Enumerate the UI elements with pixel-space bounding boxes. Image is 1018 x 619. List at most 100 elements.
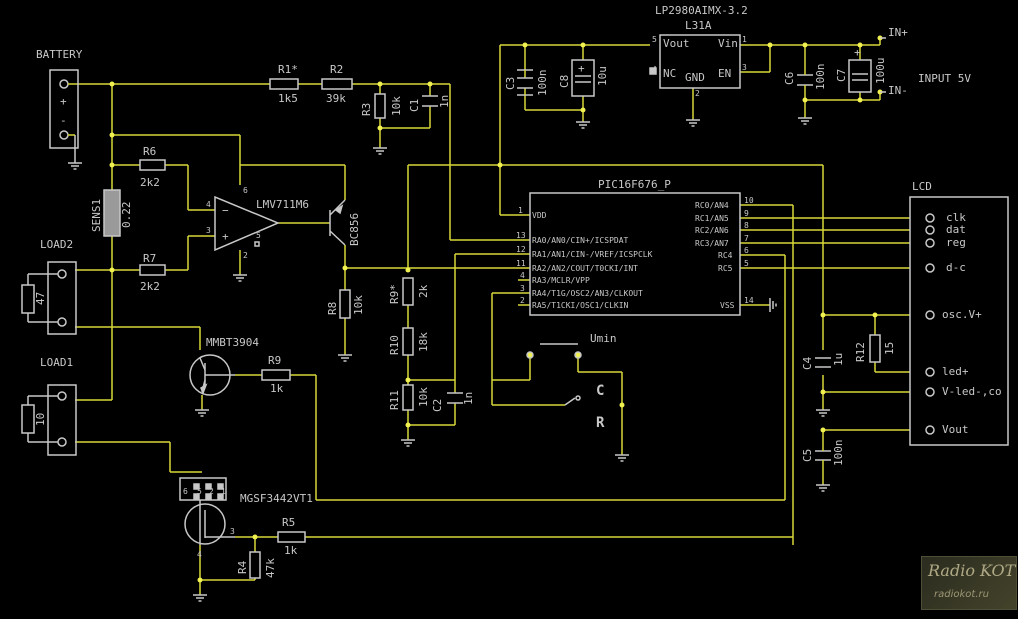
svg-text:1n: 1n xyxy=(462,392,475,405)
svg-text:5: 5 xyxy=(744,259,749,268)
watermark-line1: Radio KOT xyxy=(928,561,1016,580)
svg-text:C6: C6 xyxy=(783,72,796,85)
svg-text:R5: R5 xyxy=(282,516,295,529)
bc856-name: BC856 xyxy=(348,213,361,246)
input-terminals: IN+ IN- INPUT 5V xyxy=(880,26,971,97)
svg-text:15: 15 xyxy=(883,342,896,355)
capacitor-c5: C5 100n xyxy=(801,440,845,467)
switch-c-label: C xyxy=(596,383,604,399)
svg-text:C7: C7 xyxy=(835,69,848,82)
svg-text:RC3/AN7: RC3/AN7 xyxy=(695,239,729,248)
svg-text:R6: R6 xyxy=(143,145,156,158)
svg-text:5: 5 xyxy=(197,487,202,496)
svg-text:V-led-,co: V-led-,co xyxy=(942,385,1002,398)
svg-text:GND: GND xyxy=(685,71,705,84)
svg-text:R2: R2 xyxy=(330,63,343,76)
battery-plus: + xyxy=(60,95,67,108)
regulator-lp2980: LP2980AIMX-3.2 L31A Vout Vin NC GND EN 5… xyxy=(649,4,748,98)
battery-connector: BATTERY + - xyxy=(36,48,83,149)
load2-title: LOAD2 xyxy=(40,238,73,251)
svg-text:RA2/AN2/COUT/T0CKI/INT: RA2/AN2/COUT/T0CKI/INT xyxy=(532,264,638,273)
svg-text:10k: 10k xyxy=(390,96,403,116)
svg-text:EN: EN xyxy=(718,67,731,80)
in-plus-label: IN+ xyxy=(888,26,908,39)
svg-text:4: 4 xyxy=(197,550,202,559)
mcu-left-pins: VDD RA0/AN0/CIN+/ICSPDAT RA1/AN1/CIN-/VR… xyxy=(516,206,653,310)
svg-text:2k2: 2k2 xyxy=(140,280,160,293)
switch-umin[interactable]: Umin C R xyxy=(526,332,617,431)
svg-text:1: 1 xyxy=(221,487,226,496)
capacitor-c7: + C7 100u xyxy=(835,46,887,93)
svg-text:C8: C8 xyxy=(558,75,571,88)
junctions xyxy=(109,35,883,583)
svg-text:dat: dat xyxy=(946,223,966,236)
svg-text:R7: R7 xyxy=(143,252,156,265)
input-label: INPUT 5V xyxy=(918,72,971,85)
svg-text:R9: R9 xyxy=(268,354,281,367)
resistor-r11: R11 10k xyxy=(388,384,430,411)
svg-text:100n: 100n xyxy=(832,440,845,467)
resistor-sens1: SENS1 0.22 xyxy=(90,189,133,237)
switch-r-label: R xyxy=(596,415,605,431)
svg-text:100n: 100n xyxy=(536,70,549,97)
svg-text:led+: led+ xyxy=(942,365,969,378)
svg-text:C3: C3 xyxy=(504,77,517,90)
svg-text:clk: clk xyxy=(946,211,966,224)
mmbt3904-name: MMBT3904 xyxy=(206,336,259,349)
svg-text:Vout: Vout xyxy=(663,37,690,50)
resistor-r5: R5 1k xyxy=(277,516,306,557)
resistor-r8: R8 10k xyxy=(326,289,365,319)
lcd-title: LCD xyxy=(912,180,932,193)
load1-resistor-value: 10 xyxy=(34,413,47,426)
svg-text:4: 4 xyxy=(520,271,525,280)
svg-text:+: + xyxy=(854,46,861,59)
svg-text:2: 2 xyxy=(695,89,700,98)
svg-text:+: + xyxy=(578,62,585,75)
capacitor-c2: C2 1n xyxy=(431,392,475,412)
svg-text:12: 12 xyxy=(516,245,526,254)
battery-minus: - xyxy=(60,114,67,127)
svg-text:d-c: d-c xyxy=(946,261,966,274)
svg-text:39k: 39k xyxy=(326,92,346,105)
svg-text:C2: C2 xyxy=(431,399,444,412)
svg-text:3: 3 xyxy=(230,527,235,536)
svg-text:+: + xyxy=(222,230,229,243)
switch-title: Umin xyxy=(590,332,617,345)
svg-text:8: 8 xyxy=(744,221,749,230)
resistor-r4: R4 47k xyxy=(236,551,277,579)
transistor-bc856: BC856 xyxy=(329,199,361,246)
svg-text:RA4/T1G/OSC2/AN3/CLKOUT: RA4/T1G/OSC2/AN3/CLKOUT xyxy=(532,289,643,298)
svg-text:14: 14 xyxy=(744,296,754,305)
svg-text:2: 2 xyxy=(243,251,248,260)
svg-text:NC: NC xyxy=(663,67,676,80)
load2-resistor-value: 47 xyxy=(34,292,47,305)
svg-text:VSS: VSS xyxy=(720,301,735,310)
svg-text:4: 4 xyxy=(206,200,211,209)
svg-text:0.22: 0.22 xyxy=(120,202,133,229)
resistor-r6: R6 2k2 xyxy=(139,145,166,189)
svg-text:2k: 2k xyxy=(417,284,430,298)
capacitor-c1: C1 1n xyxy=(408,95,451,112)
svg-text:VDD: VDD xyxy=(532,211,547,220)
svg-text:10k: 10k xyxy=(352,295,365,315)
resistor-r10: R10 18k xyxy=(388,327,430,356)
transistor-mmbt3904: MMBT3904 xyxy=(189,336,259,396)
svg-text:RC4: RC4 xyxy=(718,251,733,260)
wires xyxy=(75,38,910,595)
svg-text:3: 3 xyxy=(206,226,211,235)
svg-text:R1*: R1* xyxy=(278,63,298,76)
capacitor-c4: C4 1u xyxy=(801,353,845,370)
svg-text:5: 5 xyxy=(256,231,261,240)
svg-text:C5: C5 xyxy=(801,449,814,462)
svg-text:1: 1 xyxy=(518,206,523,215)
svg-text:7: 7 xyxy=(744,234,749,243)
svg-text:R3: R3 xyxy=(360,103,373,116)
svg-text:1k: 1k xyxy=(284,544,298,557)
svg-text:3: 3 xyxy=(742,63,747,72)
resistor-r1: R1* 1k5 xyxy=(269,63,299,105)
svg-text:R12: R12 xyxy=(854,342,867,362)
load2-connector: LOAD2 47 xyxy=(21,238,77,335)
svg-text:10: 10 xyxy=(744,196,754,205)
svg-text:2k2: 2k2 xyxy=(140,176,160,189)
